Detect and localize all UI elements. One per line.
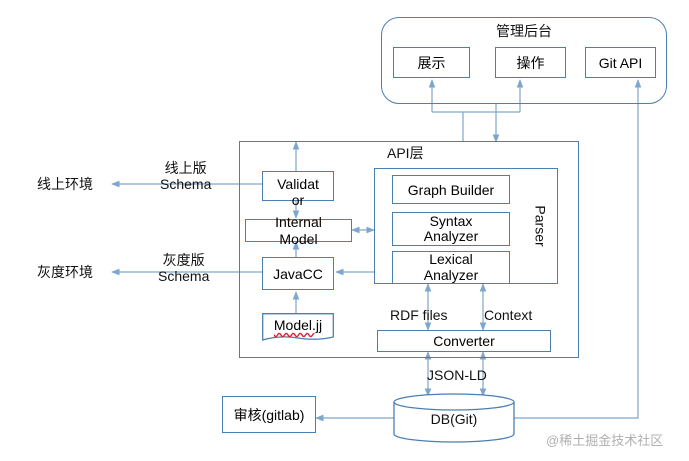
operate-box[interactable]: 操作 (495, 47, 566, 78)
gray-schema-label: 灰度版 Schema (158, 252, 210, 285)
converter-box[interactable]: Converter (377, 330, 551, 352)
git-api-label: Git API (598, 54, 643, 71)
javacc-label: JavaCC (273, 265, 323, 282)
git-api-box[interactable]: Git API (585, 47, 656, 78)
parser-label: Parser (532, 205, 549, 247)
javacc-box[interactable]: JavaCC (262, 257, 334, 290)
internal-model-box[interactable]: Internal Model (245, 214, 352, 247)
review-label: 审核(gitlab) (233, 406, 305, 423)
validator-box[interactable]: Validat or (262, 171, 334, 208)
validator-label: Validat or (277, 175, 319, 208)
api-layer (239, 141, 579, 358)
lexical-analyzer-label: Lexical Analyzer (423, 251, 479, 283)
model-jj-label: Model.jj (273, 317, 323, 333)
rdf-files-label: RDF files (390, 307, 448, 323)
admin-panel (381, 17, 667, 104)
review-box[interactable]: 审核(gitlab) (222, 396, 316, 433)
graph-builder-box[interactable]: Graph Builder (392, 175, 510, 204)
operate-label: 操作 (516, 54, 545, 71)
syntax-analyzer-box[interactable]: Syntax Analyzer (392, 212, 510, 246)
api-layer-title: API层 (387, 145, 424, 161)
online-schema-label: 线上版 Schema (160, 160, 212, 193)
db-text: DB(Git) (430, 411, 478, 427)
document-shape-icon (262, 313, 334, 341)
lexical-analyzer-box[interactable]: Lexical Analyzer (392, 251, 510, 284)
internal-model-label: Internal Model (275, 214, 322, 247)
online-env-label: 线上环境 (37, 176, 93, 192)
db-label: DB(Git) (394, 411, 514, 427)
syntax-analyzer-label: Syntax Analyzer (423, 212, 479, 244)
db-cylinder (393, 393, 515, 443)
json-ld-label: JSON-LD (427, 367, 487, 383)
git-api-to-db (513, 79, 642, 419)
admin-title: 管理后台 (496, 23, 552, 39)
converter-label: Converter (433, 333, 495, 349)
context-label: Context (484, 307, 533, 323)
show-box[interactable]: 展示 (393, 47, 470, 78)
model-jj-doc[interactable]: Model.jj (262, 313, 334, 343)
gray-env-label: 灰度环境 (37, 264, 93, 280)
show-label: 展示 (417, 54, 446, 71)
watermark: @稀土掘金技术社区 (546, 433, 664, 448)
graph-builder-label: Graph Builder (407, 181, 495, 198)
